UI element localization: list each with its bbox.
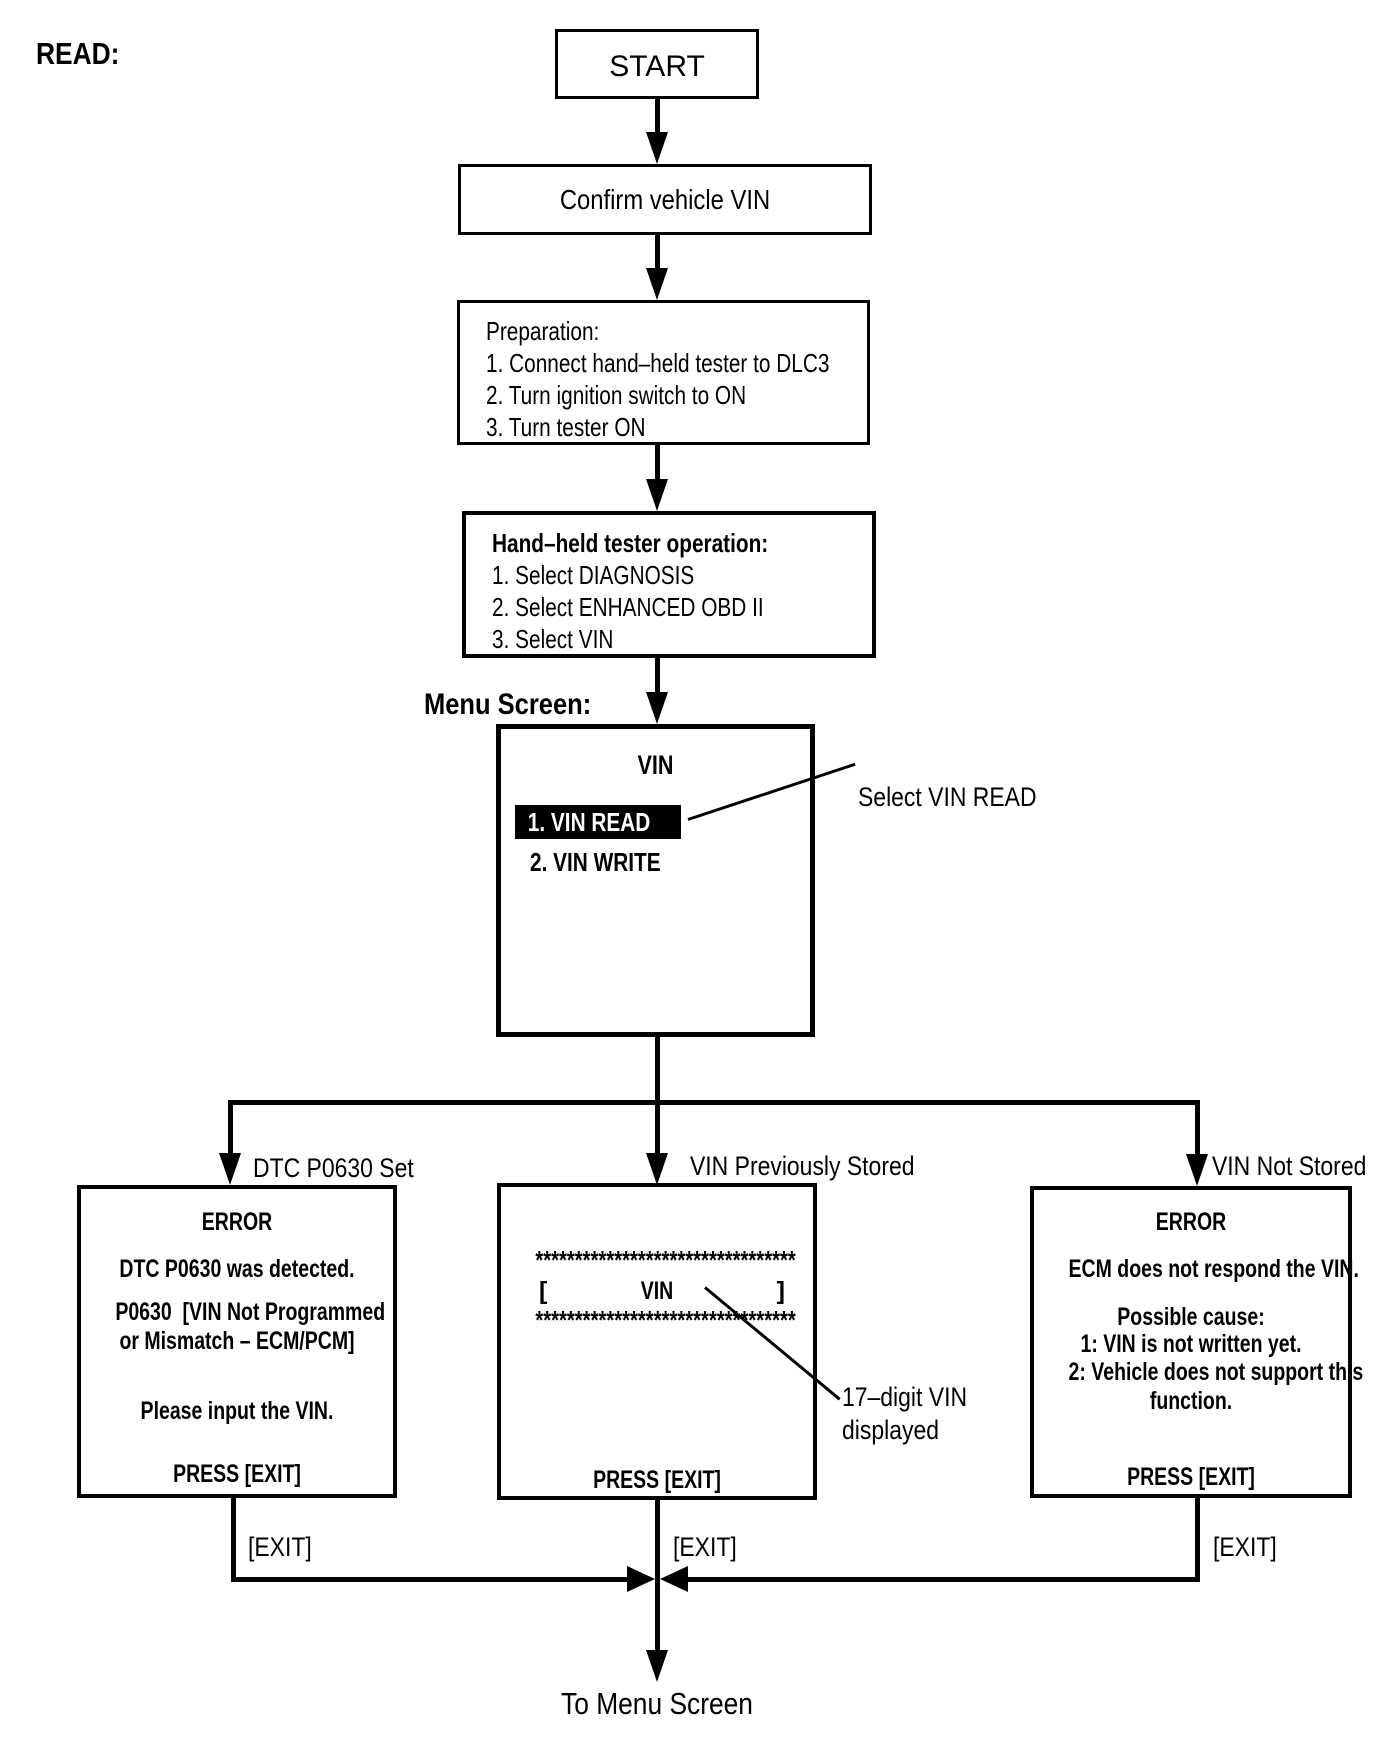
vin-display-stars-bottom: ********************************* (535, 1305, 796, 1335)
merge-arrowhead-left (627, 1566, 655, 1592)
tester-operation-step-2: 2. Select ENHANCED OBD II (492, 592, 764, 622)
vin-display-bracket-close: ] (776, 1277, 785, 1305)
connector-confirm-preparation (655, 235, 660, 271)
merge-line-right (688, 1577, 1199, 1582)
error-dtc-line-2: P0630 [VIN Not Programmed (115, 1298, 386, 1326)
node-error-ecm: ERROR ECM does not respond the VIN. Poss… (1030, 1186, 1364, 1498)
error-dtc-line-1: DTC P0630 was detected. (119, 1255, 355, 1283)
preparation-step-2: 2. Turn ignition switch to ON (486, 380, 747, 410)
node-menu-screen: VIN 1. VIN READ 2. VIN WRITE (496, 724, 815, 1037)
arrowhead-center-box (646, 1153, 668, 1185)
error-ecm-line-3: 1: VIN is not written yet. (1080, 1330, 1302, 1358)
menu-screen-label: Menu Screen: (424, 688, 592, 721)
arrowhead-preparation (646, 268, 668, 300)
menu-title: VIN (637, 750, 674, 780)
error-ecm-press-exit: PRESS [EXIT] (1127, 1463, 1255, 1491)
tester-operation-step-1: 1. Select DIAGNOSIS (492, 560, 695, 590)
arrowhead-tester (646, 479, 668, 511)
connector-branch-right (1195, 1100, 1200, 1156)
vin-display-bracket-open: [ (539, 1277, 548, 1305)
page-title: READ: (36, 36, 120, 71)
node-error-dtc-p0630: ERROR DTC P0630 was detected. P0630 [VIN… (77, 1185, 397, 1498)
menu-item-vin-read: 1. VIN READ (515, 805, 681, 839)
error-dtc-press-exit: PRESS [EXIT] (173, 1460, 301, 1488)
connector-left-exit (231, 1498, 236, 1582)
node-vin-display: ********************************* [ VIN … (497, 1183, 817, 1500)
annotation-17-digit-line-1: 17–digit VIN (842, 1382, 968, 1412)
branch-line (230, 1100, 1200, 1105)
menu-item-vin-write: 2. VIN WRITE (530, 847, 661, 877)
node-tester-operation: Hand–held tester operation: 1. Select DI… (462, 511, 876, 658)
connector-start-confirm (655, 99, 660, 135)
connector-right-exit (1195, 1498, 1200, 1582)
connector-preparation-tester (655, 445, 660, 481)
exit-label-center: [EXIT] (673, 1532, 737, 1562)
branch-label-vin-not-stored: VIN Not Stored (1212, 1151, 1367, 1181)
annotation-17-digit-line-2: displayed (842, 1415, 939, 1445)
arrowhead-confirm (646, 132, 668, 164)
error-ecm-line-1: ECM does not respond the VIN. (1068, 1255, 1359, 1283)
to-menu-screen-label: To Menu Screen (561, 1686, 753, 1721)
vin-display-stars-top: ********************************* (535, 1245, 796, 1275)
preparation-step-3: 3. Turn tester ON (486, 412, 646, 442)
connector-menu-branch (655, 1037, 660, 1155)
connector-tester-menu (655, 658, 660, 694)
error-ecm-line-5: function. (1149, 1387, 1233, 1415)
error-ecm-title: ERROR (1155, 1208, 1227, 1236)
arrowhead-right-box (1186, 1154, 1208, 1186)
exit-label-left: [EXIT] (248, 1532, 312, 1562)
arrowhead-menu (646, 692, 668, 724)
preparation-step-1: 1. Connect hand–held tester to DLC3 (486, 348, 830, 378)
merge-arrowhead-right (660, 1566, 688, 1592)
branch-label-vin-previously-stored: VIN Previously Stored (690, 1151, 915, 1181)
node-preparation: Preparation: 1. Connect hand–held tester… (457, 300, 870, 445)
preparation-title: Preparation: (486, 316, 600, 346)
arrowhead-left-box (219, 1153, 241, 1185)
merge-line-left (231, 1577, 627, 1582)
menu-item-vin-read-label: 1. VIN READ (527, 806, 651, 837)
node-confirm-vin: Confirm vehicle VIN (458, 164, 872, 235)
node-start-label: START (609, 50, 705, 83)
callout-select-vin-read: Select VIN READ (858, 782, 1037, 812)
node-start: START (555, 29, 759, 99)
connector-branch-left (228, 1100, 233, 1155)
connector-center-exit (655, 1500, 660, 1652)
tester-operation-step-3: 3. Select VIN (492, 624, 614, 654)
exit-label-right: [EXIT] (1213, 1532, 1277, 1562)
vin-display-press-exit: PRESS [EXIT] (593, 1466, 721, 1494)
error-dtc-line-3: or Mismatch – ECM/PCM] (119, 1327, 355, 1355)
error-dtc-title: ERROR (201, 1208, 273, 1236)
error-dtc-line-4: Please input the VIN. (140, 1397, 334, 1425)
arrowhead-to-menu (646, 1650, 668, 1682)
error-ecm-line-4: 2: Vehicle does not support this (1068, 1358, 1364, 1386)
tester-operation-title: Hand–held tester operation: (492, 528, 769, 558)
vin-display-vin-label: VIN (640, 1277, 674, 1305)
node-confirm-vin-label: Confirm vehicle VIN (559, 184, 771, 215)
error-ecm-line-2: Possible cause: (1117, 1303, 1265, 1331)
branch-label-dtc-p0630-set: DTC P0630 Set (253, 1153, 414, 1183)
